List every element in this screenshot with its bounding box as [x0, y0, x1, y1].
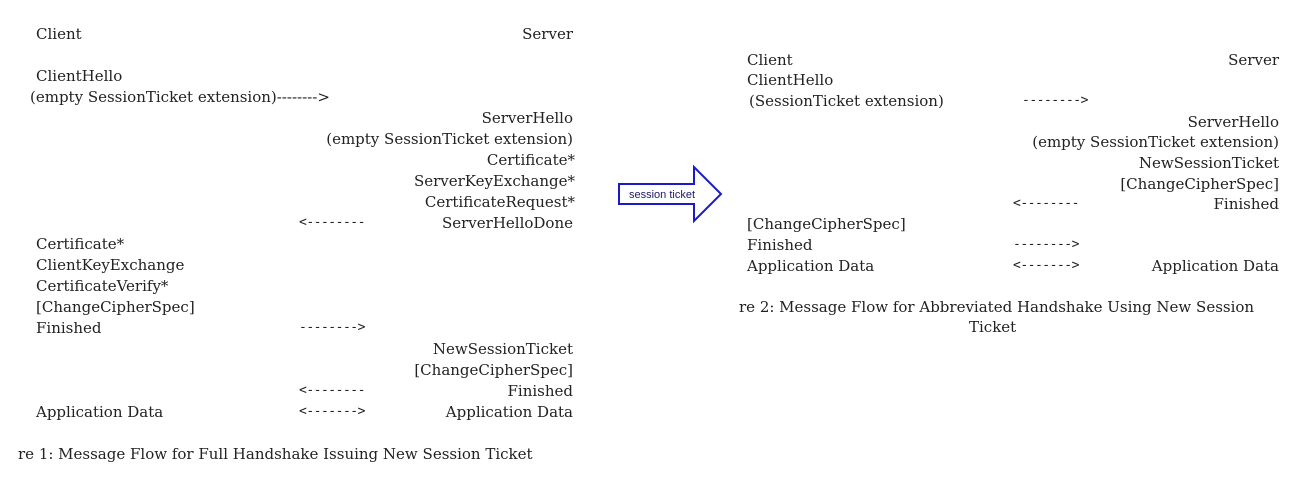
application-data-arrow-2: <-------> [1013, 258, 1079, 273]
client-change-cipher-spec: [ChangeCipherSpec] [36, 298, 195, 316]
server-finished-arrow: <-------- [299, 383, 365, 398]
server-hello: ServerHello [481, 109, 573, 127]
figure-1-caption: re 1: Message Flow for Full Handshake Is… [18, 445, 533, 463]
client-hello-extension: (empty SessionTicket extension)--------> [30, 88, 330, 106]
server-certificate: Certificate* [486, 151, 575, 169]
server-finished-2: Finished [1213, 195, 1279, 213]
client-header-2: Client [747, 51, 793, 69]
arrow-label: session ticket [629, 189, 695, 201]
new-session-ticket-2: NewSessionTicket [1138, 154, 1279, 172]
certificate-request: CertificateRequest* [424, 193, 575, 211]
server-change-cipher-spec: [ChangeCipherSpec] [414, 361, 573, 379]
server-hello-done: ServerHelloDone [441, 214, 573, 232]
figure-2-caption-line-1: re 2: Message Flow for Abbreviated Hands… [739, 298, 1255, 316]
client-certificate: Certificate* [36, 235, 125, 253]
client-hello-2: ClientHello [747, 71, 834, 89]
server-hello-extension: (empty SessionTicket extension) [326, 130, 573, 148]
server-header: Server [522, 25, 573, 43]
application-data-arrow: <-------> [299, 404, 365, 419]
server-application-data: Application Data [445, 403, 573, 421]
client-header: Client [36, 25, 82, 43]
server-finished-arrow-2: <-------- [1013, 196, 1079, 211]
arrow-shape [618, 164, 723, 224]
new-session-ticket: NewSessionTicket [432, 340, 573, 358]
client-application-data-2: Application Data [747, 257, 875, 275]
client-hello-extension-2: (SessionTicket extension) [749, 92, 944, 110]
client-hello: ClientHello [36, 67, 123, 85]
client-finished-arrow-2: --------> [1013, 237, 1079, 252]
client-hello-arrow-2: --------> [1022, 93, 1088, 108]
client-change-cipher-spec-2: [ChangeCipherSpec] [747, 215, 906, 233]
server-hello-2: ServerHello [1187, 113, 1279, 131]
server-header-2: Server [1228, 51, 1279, 69]
server-finished: Finished [507, 382, 573, 400]
certificate-verify: CertificateVerify* [36, 277, 169, 295]
client-finished: Finished [36, 319, 102, 337]
session-ticket-arrow: session ticket [618, 164, 723, 224]
server-change-cipher-spec-2: [ChangeCipherSpec] [1120, 175, 1279, 193]
server-key-exchange: ServerKeyExchange* [413, 172, 575, 190]
client-finished-arrow: --------> [299, 320, 365, 335]
figure-2-caption-line-2: Ticket [969, 318, 1017, 336]
server-hello-done-arrow: <-------- [299, 215, 365, 230]
client-finished-2: Finished [747, 236, 813, 254]
client-application-data: Application Data [36, 403, 164, 421]
server-application-data-2: Application Data [1151, 257, 1279, 275]
client-key-exchange: ClientKeyExchange [36, 256, 185, 274]
server-hello-extension-2: (empty SessionTicket extension) [1032, 133, 1279, 151]
